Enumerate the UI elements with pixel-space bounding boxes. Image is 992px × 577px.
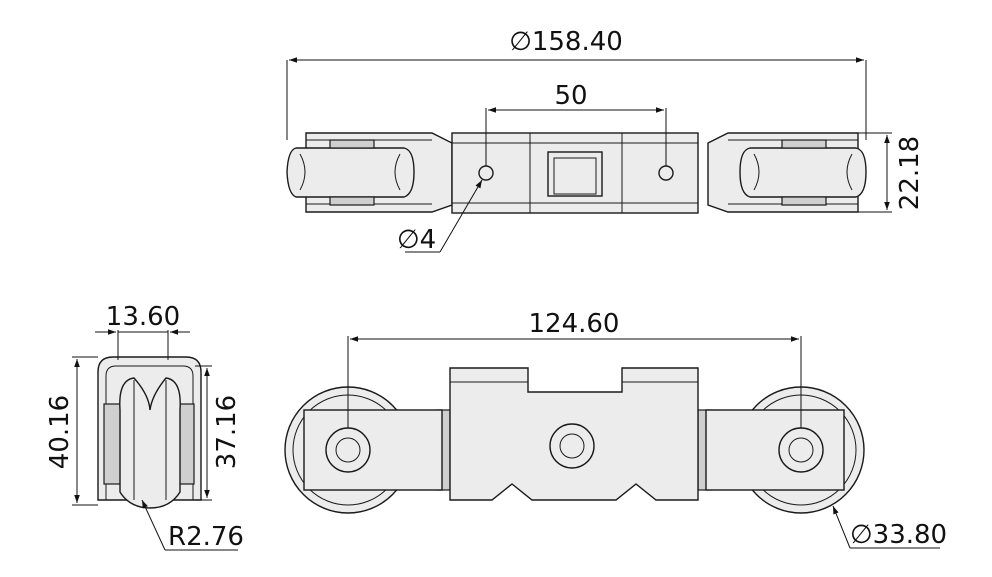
groove-radius-label: R2.76 — [168, 522, 244, 552]
height-top-label: 22.18 — [895, 136, 925, 210]
hole-right — [658, 165, 674, 181]
dim-groove-radius: R2.76 — [141, 499, 244, 552]
height-inner-label: 37.16 — [212, 395, 242, 469]
height-outer-label: 40.16 — [45, 395, 75, 469]
dim-center-spacing: 124.60 — [347, 309, 802, 428]
dim-overall-length: ∅158.40 — [286, 27, 867, 140]
hole-spacing-label: 50 — [554, 81, 587, 111]
front-view: 124.60 ∅33.80 — [284, 309, 947, 550]
wheel-diameter-label: ∅33.80 — [850, 520, 947, 550]
dim-height-top: 22.18 — [858, 132, 925, 213]
top-view: ∅158.40 50 ∅4 22.18 — [286, 27, 925, 255]
hole-diameter-label: ∅4 — [397, 225, 436, 255]
dim-hole-spacing: 50 — [485, 81, 667, 166]
dim-wheel-diameter: ∅33.80 — [832, 505, 947, 550]
center-spacing-label: 124.60 — [529, 309, 620, 339]
right-wheel — [739, 139, 867, 206]
hole-left — [478, 165, 494, 181]
overall-length-label: ∅158.40 — [509, 27, 623, 57]
dim-hole-diameter: ∅4 — [397, 179, 483, 255]
side-view: 13.60 40.16 37.16 R2.76 — [45, 302, 244, 552]
left-arm-front — [303, 409, 443, 491]
width-side-label: 13.60 — [106, 302, 180, 332]
dim-height-inner: 37.16 — [195, 365, 242, 501]
center-body — [451, 132, 699, 214]
left-wheel — [286, 139, 415, 206]
dim-width-side: 13.60 — [95, 302, 190, 360]
dim-height-outer: 40.16 — [45, 356, 98, 506]
